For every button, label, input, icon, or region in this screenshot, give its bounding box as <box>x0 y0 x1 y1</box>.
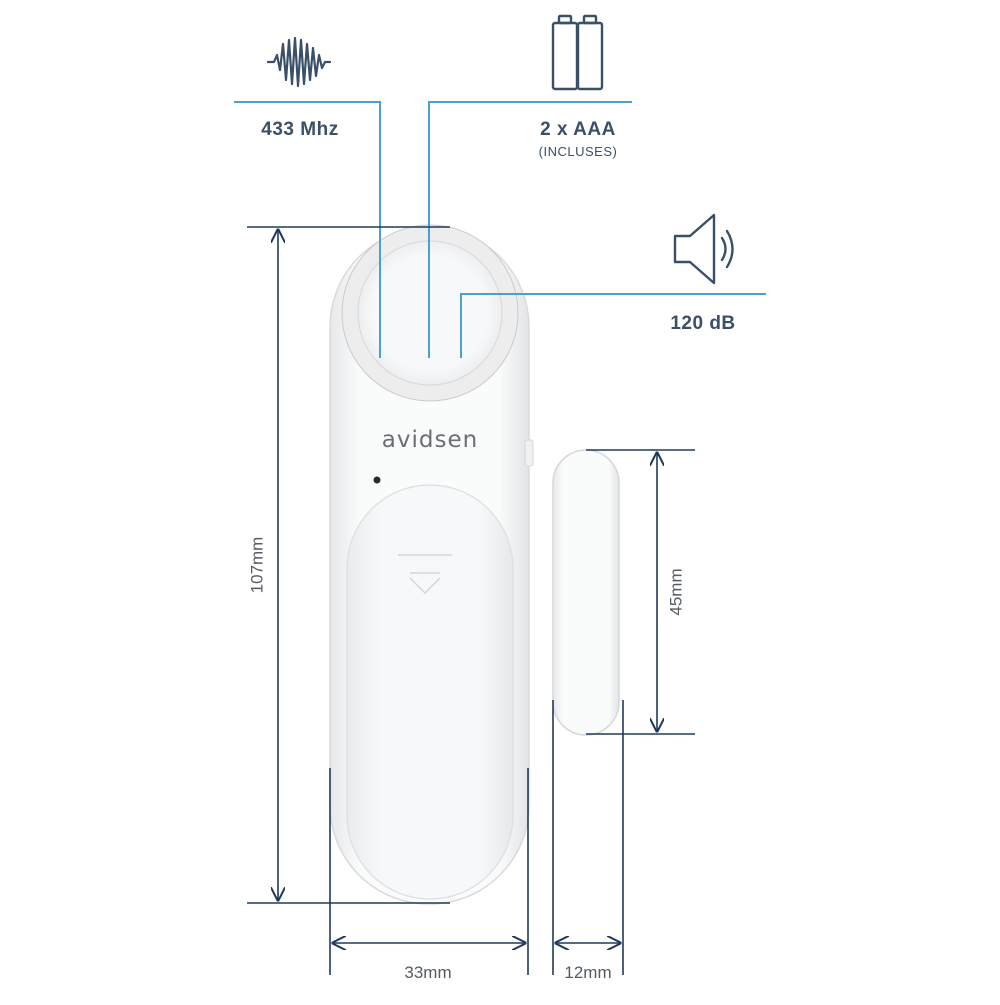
frequency-callout-line <box>234 101 381 358</box>
battery-note-label: (INCLUSES) <box>538 144 618 159</box>
side-switch <box>524 439 534 467</box>
battery-callout-line <box>428 101 632 358</box>
alarm-unit <box>329 224 534 905</box>
brand-logo: avidsen <box>381 427 479 453</box>
battery-icon <box>551 14 604 91</box>
magnet-width-label: 12mm <box>564 963 612 982</box>
volume-label: 120 dB <box>670 313 736 334</box>
led-indicator <box>373 476 381 484</box>
battery-cover <box>346 484 514 900</box>
dimension-lines <box>247 226 695 975</box>
main-width-label: 33mm <box>404 963 452 982</box>
cover-open-arrow-icon <box>398 554 452 595</box>
frequency-label: 433 Mhz <box>261 119 339 140</box>
main-height-label: 107mm <box>247 537 266 594</box>
magnet-height-label: 45mm <box>666 568 685 615</box>
callout-lines <box>234 101 766 358</box>
magnet-body <box>552 449 620 736</box>
speaker-icon <box>673 213 734 285</box>
battery-label: 2 x AAA <box>540 119 616 140</box>
sound-wave-icon <box>266 36 332 88</box>
magnet-unit <box>552 449 620 736</box>
volume-callout-line <box>460 293 766 358</box>
